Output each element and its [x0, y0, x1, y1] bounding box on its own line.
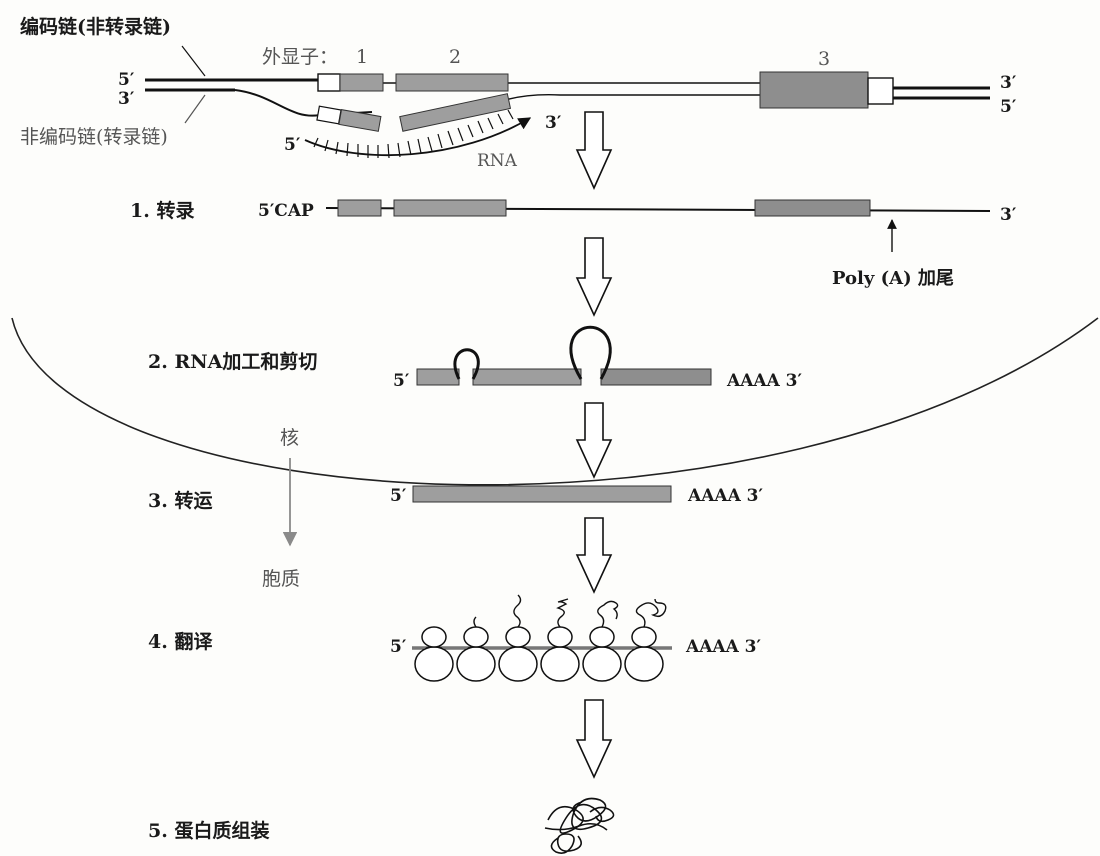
dna-right-3prime: 3′ — [1000, 73, 1017, 93]
translation-tail: AAAA 3′ — [685, 637, 762, 657]
processing-5prime: 5′ — [393, 371, 410, 391]
transcript-exon2 — [393, 199, 507, 217]
polyA-label: Poly (A) 加尾 — [832, 268, 954, 289]
exon2-number: 2 — [449, 46, 461, 68]
ribosome-2 — [456, 626, 496, 682]
folded-protein — [544, 797, 615, 854]
dna-right-5prime: 5′ — [1000, 97, 1017, 117]
ribosome-6 — [624, 626, 664, 682]
rna-5prime: 5′ — [284, 135, 301, 155]
utr-box-5 — [317, 73, 341, 92]
rna-label: RNA — [477, 151, 518, 171]
intron-loop-2 — [569, 325, 612, 380]
rna-exon1-box — [338, 109, 382, 132]
exon1-number: 1 — [356, 46, 368, 68]
spliced-exon2 — [472, 368, 582, 386]
arrow-3 — [575, 402, 613, 479]
chain-4 — [597, 600, 619, 628]
nucleus-label: 核 — [280, 427, 299, 449]
coding-leader — [181, 45, 206, 77]
step-3-label: 3. 转运 — [148, 489, 212, 512]
compartment-arrow: 核 胞质 — [262, 427, 300, 590]
ribosomes — [414, 626, 664, 682]
nuclear-envelope — [11, 317, 1099, 486]
exon2-box — [395, 73, 509, 92]
step-1-label: 1. 转录 — [130, 199, 194, 222]
arrow-4 — [575, 517, 613, 594]
transport-5prime: 5′ — [390, 486, 407, 506]
ribosome-3 — [498, 626, 538, 682]
primary-transcript: 5′CAP 3′ Poly (A) 加尾 — [258, 199, 1017, 289]
rna-3prime: 3′ — [545, 113, 562, 133]
step-2-label: 2. RNA加工和剪切 — [148, 350, 317, 373]
dna-left-5prime: 5′ — [118, 70, 135, 90]
step-4-label: 4. 翻译 — [148, 630, 213, 653]
mature-mrna: 5′ AAAA 3′ — [390, 485, 764, 506]
template-strand-loop-2 — [504, 94, 760, 101]
arrow-5 — [575, 699, 613, 779]
process-arrows — [575, 111, 613, 779]
cap-label: 5′CAP — [258, 201, 314, 221]
step-5-label: 5. 蛋白质组装 — [148, 819, 269, 842]
chain-2 — [513, 594, 522, 628]
spliced-exon3 — [600, 368, 712, 386]
exon3-number: 3 — [818, 48, 830, 70]
ribosome-1 — [414, 626, 454, 682]
chain-3 — [556, 598, 569, 628]
cytoplasm-label: 胞质 — [262, 568, 300, 590]
processing-tail: AAAA 3′ — [726, 371, 803, 391]
transcript-exon1 — [337, 199, 382, 217]
chain-1 — [473, 616, 477, 628]
exon-label: 外显子： — [262, 46, 338, 68]
translation: 5′ AAAA 3′ — [390, 594, 762, 682]
rna-exon2-box — [399, 93, 512, 132]
polypeptide-chains — [473, 594, 667, 628]
arrow-2 — [575, 237, 613, 317]
translation-5prime: 5′ — [390, 637, 407, 657]
exon1-box — [339, 73, 384, 92]
arrow-1 — [575, 111, 613, 190]
dna-left-3prime: 3′ — [118, 89, 135, 109]
ribosome-4 — [540, 626, 580, 682]
rna-utr-box — [316, 105, 342, 125]
transport-tail: AAAA 3′ — [687, 486, 764, 506]
template-leader — [184, 94, 206, 124]
rna-hatching — [313, 109, 514, 159]
spliced-exon1 — [416, 368, 460, 386]
coding-strand-label: 编码链(非转录链) — [20, 15, 171, 38]
splicing: 5′ AAAA 3′ — [393, 325, 803, 391]
rna-strand — [304, 117, 532, 156]
intron-loop-1 — [453, 348, 480, 380]
mature-mrna-bar — [412, 485, 672, 503]
exon3-box — [759, 71, 869, 109]
dna-region: 编码链(非转录链) 非编码链(转录链) 外显子： 1 2 3 5′ 3′ 3′ … — [20, 15, 1017, 171]
chain-5 — [635, 598, 667, 628]
transcript-3prime: 3′ — [1000, 205, 1017, 225]
ribosome-5 — [582, 626, 622, 682]
transcript-exon3 — [754, 199, 871, 217]
template-strand-label: 非编码链(转录链) — [20, 126, 168, 148]
utr-box-3 — [867, 77, 894, 105]
